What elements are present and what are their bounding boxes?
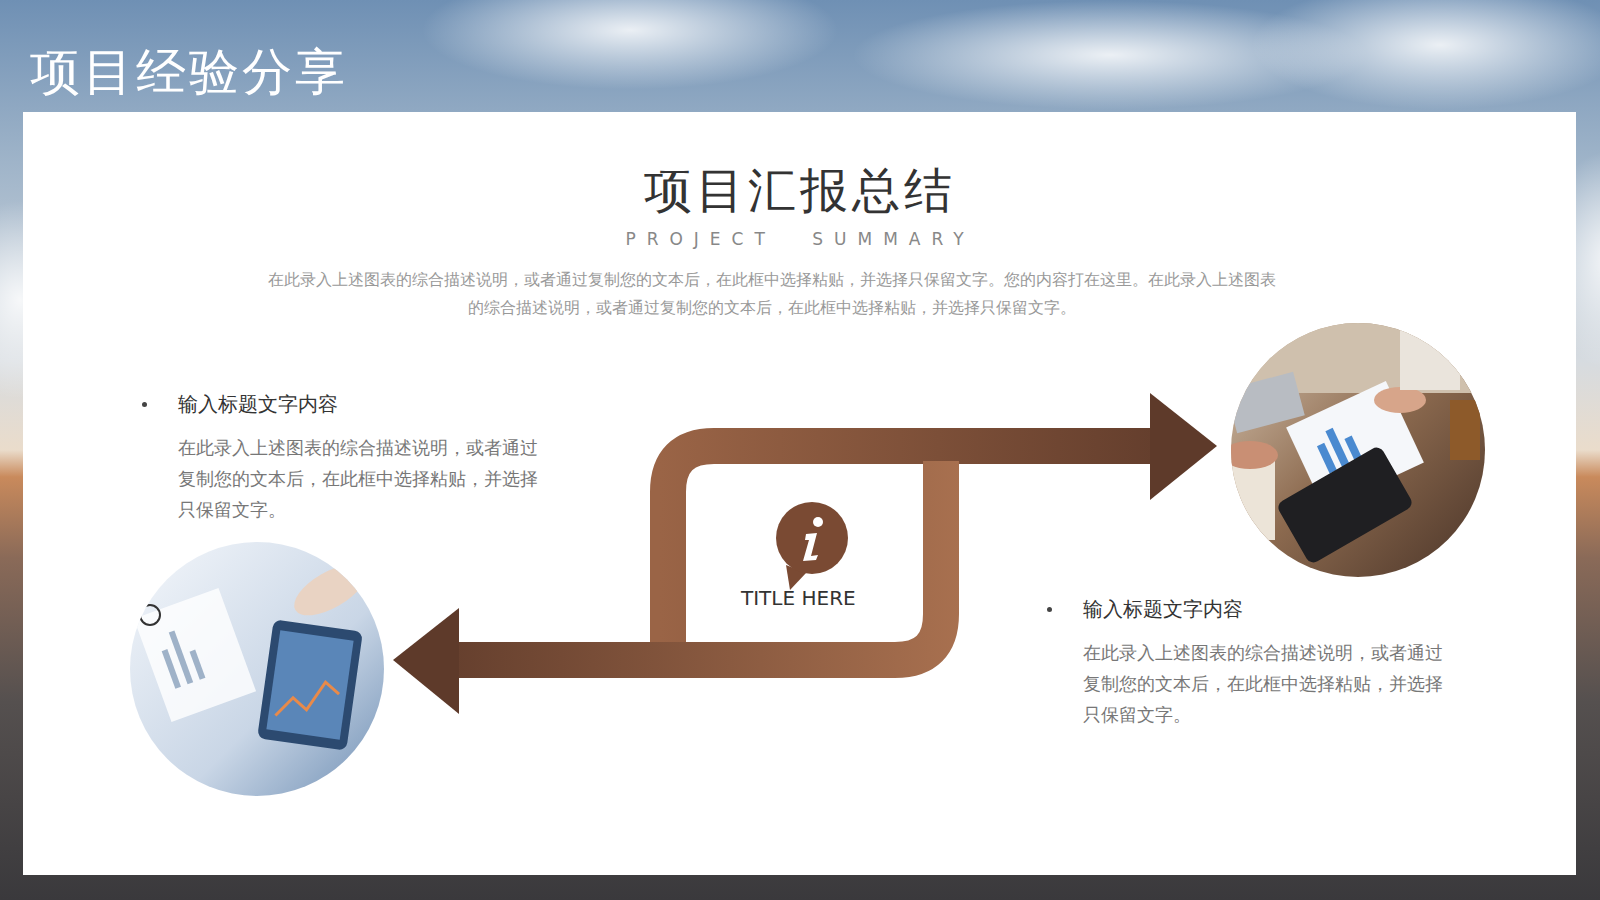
- info-stroke: [803, 533, 818, 561]
- block-heading: 输入标题文字内容: [178, 390, 550, 418]
- arrow-head: [1150, 393, 1217, 500]
- center-title: TITLE HERE: [741, 584, 856, 612]
- cloud: [1250, 0, 1600, 110]
- arrow-band: [668, 446, 1154, 645]
- cloud: [420, 0, 840, 90]
- section-title: 项目汇报总结: [0, 158, 1600, 222]
- block-body: 在此录入上述图表的综合描述说明，或者通过复制您的文本后，在此框中选择粘贴，并选择…: [178, 432, 550, 525]
- bullet-block: 输入标题文字内容在此录入上述图表的综合描述说明，或者通过复制您的文本后，在此框中…: [136, 390, 550, 525]
- slide-title: 项目经验分享: [30, 40, 348, 104]
- english-subtitle: PROJECT SUMMARY: [0, 228, 1600, 250]
- bullet-block: 输入标题文字内容在此录入上述图表的综合描述说明，或者通过复制您的文本后，在此框中…: [1041, 595, 1455, 730]
- block-heading: 输入标题文字内容: [1083, 595, 1455, 623]
- block-body: 在此录入上述图表的综合描述说明，或者通过复制您的文本后，在此框中选择粘贴，并选择…: [1083, 637, 1455, 730]
- center-node: TITLE HERE: [741, 584, 856, 612]
- arrow-band: [457, 461, 941, 660]
- photo-left: [130, 542, 384, 796]
- info-dot: [813, 517, 823, 527]
- photo-right: [1222, 323, 1485, 577]
- description: 在此录入上述图表的综合描述说明，或者通过复制您的文本后，在此框中选择粘贴，并选择…: [262, 266, 1282, 322]
- bullet-dot: [1047, 607, 1052, 612]
- arrow-head: [393, 608, 459, 714]
- info-bubble: [776, 502, 848, 574]
- bullet-dot: [142, 402, 147, 407]
